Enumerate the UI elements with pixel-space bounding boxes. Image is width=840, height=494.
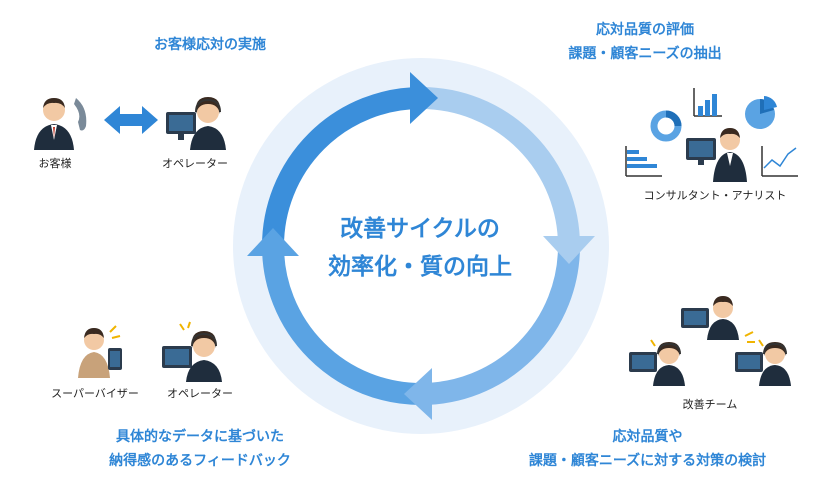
consultant-icon (686, 128, 747, 182)
team-member-right-icon (735, 342, 791, 386)
arrowhead-left (247, 228, 299, 256)
customer-operator-figures (34, 97, 226, 150)
line-chart-icon (761, 146, 798, 177)
alert-icon-supervisor (109, 325, 121, 339)
step-bottom-left-line2: 納得感のあるフィードバック (109, 453, 291, 469)
step-bottom-right-line1: 応対品質や (612, 429, 683, 445)
operator-bottom-icon (162, 331, 222, 382)
step-top-right-line2: 課題・顧客ニーズの抽出 (568, 46, 722, 62)
ring-inner (271, 96, 571, 396)
horizontal-bar-chart-icon (625, 146, 662, 177)
pie-chart-icon (745, 96, 777, 129)
bar-chart-icon (693, 88, 722, 117)
arrowhead-right (543, 236, 595, 264)
caption-operator-bottom: オペレーター (167, 387, 233, 400)
donut-chart-icon (650, 110, 682, 142)
step-top-left-title: お客様応対の実施 (154, 37, 266, 53)
caption-team: 改善チーム (682, 398, 738, 411)
step-bottom-left-line1: 具体的なデータに基づいた (116, 429, 284, 445)
center-line2: 効率化・質の向上 (328, 254, 512, 280)
step-top-right-line1: 応対品質の評価 (596, 22, 694, 38)
caption-customer: お客様 (38, 157, 72, 170)
arc-top-left (262, 87, 422, 247)
customer-icon (34, 98, 74, 150)
alert-icon-team-right (758, 339, 764, 347)
consultant-analyst-figure (625, 88, 798, 182)
supervisor-icon (78, 328, 122, 378)
supervisor-operator-figures (78, 321, 222, 382)
step-bottom-left-title: 具体的なデータに基づいた 納得感のあるフィードバック (85, 425, 315, 473)
phone-icon (74, 98, 87, 131)
alert-icon-team-left (650, 339, 656, 347)
arc-bottom-right (420, 245, 580, 405)
center-line1: 改善サイクルの (340, 216, 500, 242)
alert-icon-team-top (744, 331, 755, 343)
step-top-right-title: 応対品質の評価 課題・顧客ニーズの抽出 (535, 18, 755, 66)
arrowhead-bottom (404, 368, 432, 420)
arrowhead-top (410, 72, 438, 124)
improvement-team-figure (629, 296, 791, 386)
step-bottom-right-title: 応対品質や 課題・顧客ニーズに対する対策の検討 (500, 425, 795, 473)
operator-icon (166, 97, 226, 150)
double-arrow-icon (104, 106, 158, 134)
caption-consultant: コンサルタント・アナリスト (643, 189, 787, 202)
arc-bottom-left (262, 245, 422, 405)
caption-supervisor: スーパーバイザー (51, 387, 139, 400)
center-title: 改善サイクルの 効率化・質の向上 (290, 210, 550, 286)
team-member-top-icon (681, 296, 739, 340)
team-member-left-icon (629, 342, 685, 386)
step-bottom-right-line2: 課題・顧客ニーズに対する対策の検討 (528, 453, 767, 469)
alert-icon-operator (179, 321, 191, 331)
arc-top-right (420, 87, 580, 247)
caption-operator-top: オペレーター (162, 157, 228, 170)
